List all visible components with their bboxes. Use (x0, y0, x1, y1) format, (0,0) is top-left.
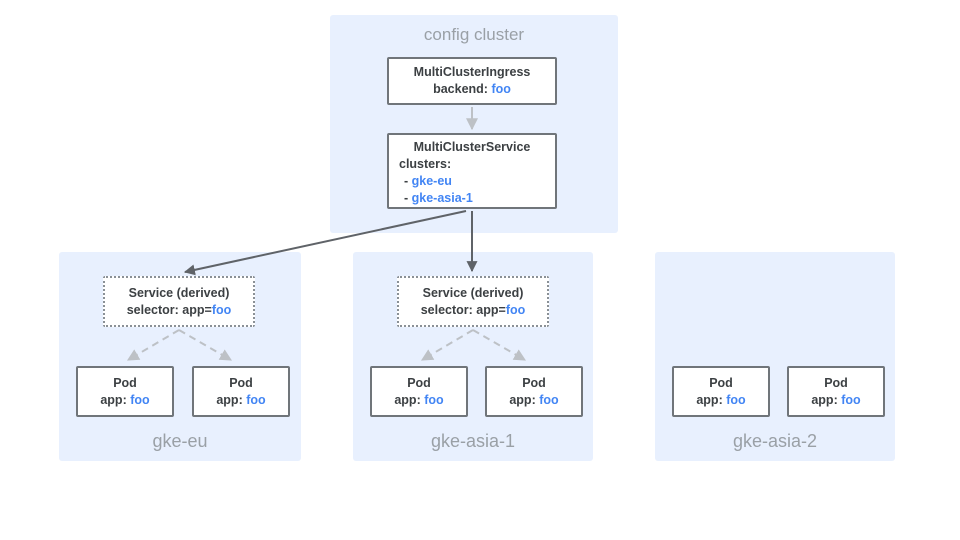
pod-title: Pod (709, 375, 733, 390)
selector-label: selector: app= (420, 302, 506, 317)
derived-service-selector-line: selector: app=foo (421, 302, 526, 319)
gke-eu-derived-service-node: Service (derived) selector: app=foo (103, 276, 255, 327)
pod-app-line: app: foo (696, 392, 745, 409)
gke-eu-pod-1: Pod app: foo (76, 366, 174, 417)
cluster-label-gke-asia-1: gke-asia-1 (430, 431, 516, 451)
pod-app-label: app: (811, 392, 842, 407)
cluster-label-gke-asia-2: gke-asia-2 (732, 431, 818, 451)
pod-app-value: foo (726, 392, 746, 407)
pod-app-label: app: (509, 392, 540, 407)
mcs-cluster-item-gke-eu: - gke-eu (389, 173, 555, 190)
selector-value: foo (211, 302, 232, 317)
mcs-clusters-label: clusters: (399, 157, 452, 171)
pod-app-label: app: (696, 392, 727, 407)
cluster-panel-gke-asia-2: gke-asia-2 (655, 252, 895, 461)
cluster-panel-gke-asia-1: gke-asia-1 (353, 252, 593, 461)
pod-app-value: foo (130, 392, 150, 407)
gke-asia-1-pod-1: Pod app: foo (370, 366, 468, 417)
pod-app-label: app: (216, 392, 247, 407)
pod-app-line: app: foo (509, 392, 558, 409)
selector-label: selector: app= (126, 302, 212, 317)
config-cluster-title: config cluster (423, 25, 525, 44)
mcs-item-dash: - (404, 191, 412, 205)
pod-app-line: app: foo (216, 392, 265, 409)
pod-app-value: foo (246, 392, 266, 407)
selector-value: foo (505, 302, 526, 317)
pod-app-line: app: foo (100, 392, 149, 409)
multi-cluster-ingress-backend-line: backend: foo (433, 81, 511, 98)
mcs-cluster-item-gke-asia-1: - gke-asia-1 (389, 190, 555, 207)
multi-cluster-ingress-node: MultiClusterIngress backend: foo (387, 57, 557, 105)
derived-service-title: Service (derived) (128, 285, 230, 300)
pod-app-value: foo (841, 392, 861, 407)
pod-app-line: app: foo (394, 392, 443, 409)
cluster-label-gke-eu: gke-eu (152, 431, 208, 451)
pod-title: Pod (407, 375, 431, 390)
pod-app-label: app: (100, 392, 131, 407)
pod-title: Pod (824, 375, 848, 390)
derived-service-title: Service (derived) (422, 285, 524, 300)
pod-app-value: foo (539, 392, 559, 407)
pod-app-value: foo (424, 392, 444, 407)
multi-cluster-service-name: MultiClusterService (413, 140, 531, 154)
gke-asia-2-pod-1: Pod app: foo (672, 366, 770, 417)
gke-asia-2-pod-2: Pod app: foo (787, 366, 885, 417)
gke-asia-1-pod-2: Pod app: foo (485, 366, 583, 417)
derived-service-selector-line: selector: app=foo (127, 302, 232, 319)
multi-cluster-ingress-name: MultiClusterIngress (413, 65, 531, 79)
pod-app-line: app: foo (811, 392, 860, 409)
pod-app-label: app: (394, 392, 425, 407)
gke-asia-1-derived-service-node: Service (derived) selector: app=foo (397, 276, 549, 327)
mcs-item-name: gke-eu (411, 174, 452, 188)
mcs-item-dash: - (404, 174, 412, 188)
pod-title: Pod (113, 375, 137, 390)
pod-title: Pod (522, 375, 546, 390)
multi-cluster-service-node: MultiClusterService clusters: - gke-eu -… (387, 133, 557, 209)
mcs-item-name: gke-asia-1 (411, 191, 473, 205)
pod-title: Pod (229, 375, 253, 390)
backend-value: foo (491, 82, 511, 96)
gke-eu-pod-2: Pod app: foo (192, 366, 290, 417)
backend-label: backend: (433, 82, 492, 96)
